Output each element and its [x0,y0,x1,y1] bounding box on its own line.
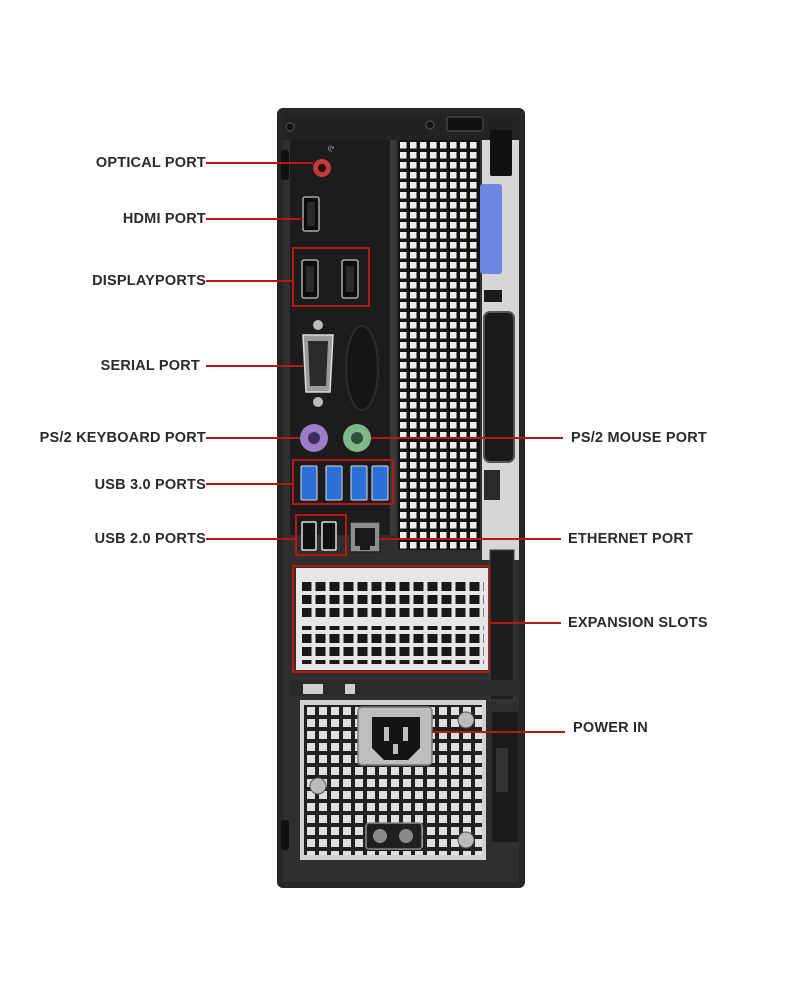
usb3-port-icon[interactable] [350,465,368,501]
label-displayports: DISPLAYPORTS [92,273,206,289]
label-ps2-mouse-port: PS/2 MOUSE PORT [571,430,707,446]
usb3-port-icon[interactable] [325,465,343,501]
label-usb2-ports: USB 2.0 PORTS [94,531,206,547]
ethernet-port-icon[interactable] [349,521,381,553]
blank-knockout [345,325,379,411]
usb2-highlight [295,514,347,556]
power-inlet-icon[interactable] [357,706,433,766]
usb2-port-icon[interactable] [321,521,337,551]
expansion-slots-group [292,549,515,701]
label-expansion-slots: EXPANSION SLOTS [568,615,708,631]
hdmi-port-icon[interactable] [302,196,320,232]
label-ethernet-port: ETHERNET PORT [568,531,694,547]
usb3-port-icon[interactable] [300,465,318,501]
ps2-mouse-port-icon[interactable] [343,424,371,452]
label-ps2-keyboard-port: PS/2 KEYBOARD PORT [39,430,206,446]
label-usb3-ports: USB 3.0 PORTS [94,477,206,493]
usb3-port-icon[interactable] [371,465,389,501]
usb3-ports-group [292,459,394,505]
expansion-slot-icon[interactable] [302,626,484,664]
displayport-icon[interactable] [301,259,319,299]
usb2-ports-group [295,514,347,556]
ps2-keyboard-port-icon[interactable] [300,424,328,452]
label-power-in: POWER IN [573,720,648,736]
optical-port-icon[interactable]: ((• [313,146,334,177]
label-serial-port: SERIAL PORT [100,358,200,374]
right-column [480,130,519,560]
label-optical-port: OPTICAL PORT [95,155,206,171]
expansion-slot-icon[interactable] [302,580,484,618]
expansion-highlight [292,565,490,673]
displayports-group [292,247,370,307]
usb2-port-icon[interactable] [301,521,317,551]
release-latch[interactable] [480,184,502,274]
callout-lines [206,162,565,733]
usb3-highlight [292,459,394,505]
displayport-icon[interactable] [341,259,359,299]
serial-port-icon[interactable] [302,320,334,407]
label-hdmi-port: HDMI PORT [122,211,206,227]
top-vent-grid [398,140,480,550]
displayports-highlight [292,247,370,307]
svg-text:((•: ((• [328,146,334,152]
